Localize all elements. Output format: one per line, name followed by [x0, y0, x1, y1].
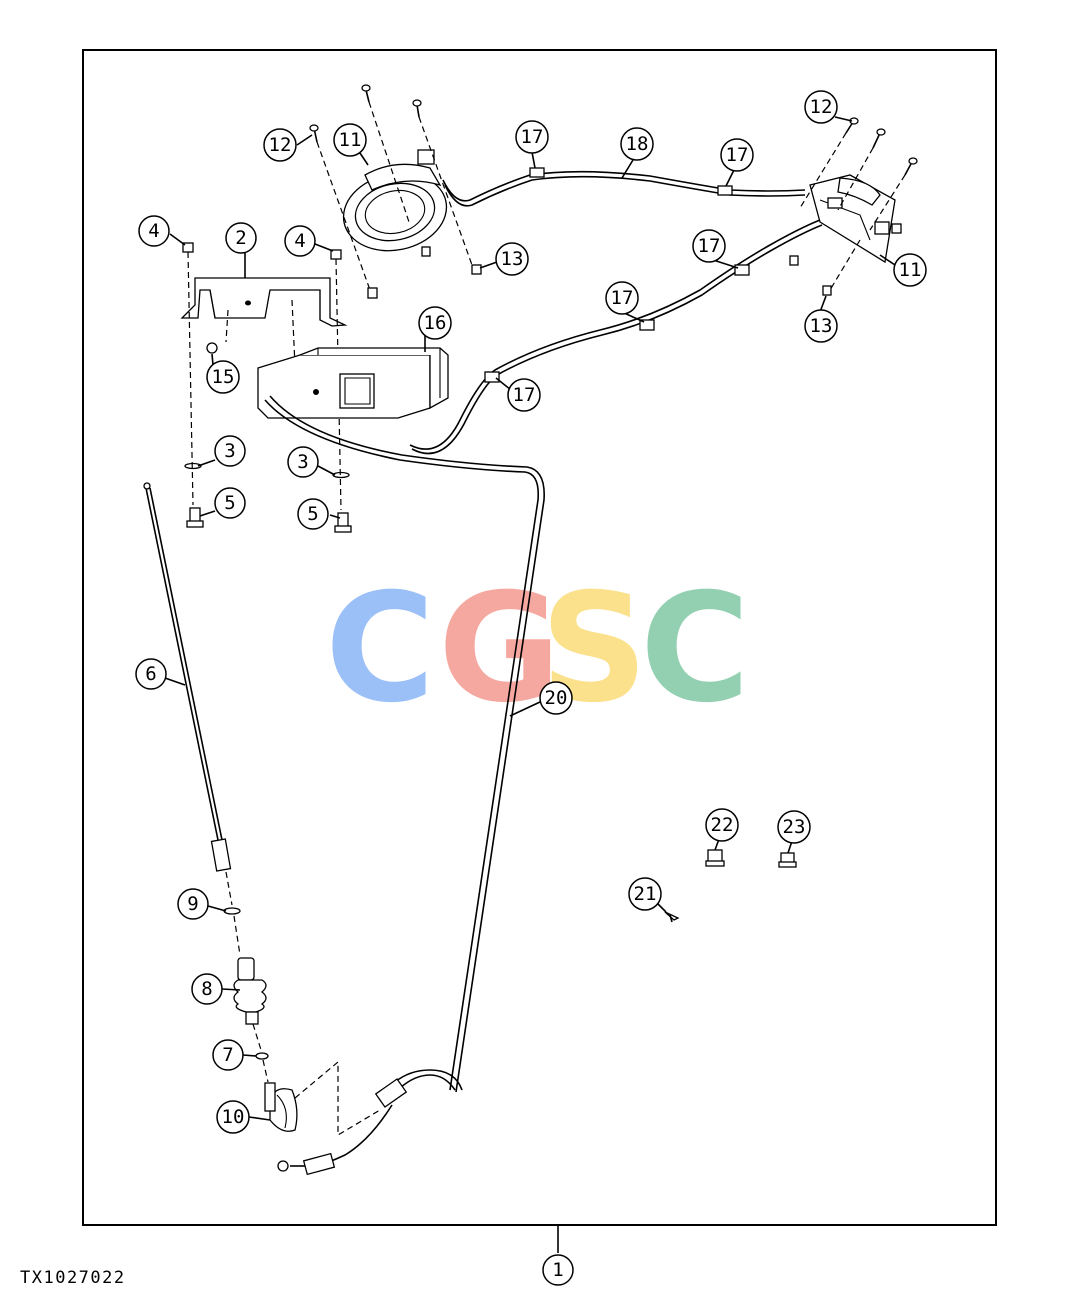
screws-top-right	[845, 117, 918, 176]
callout-6: 6	[135, 658, 167, 690]
callout-18-label: 18	[626, 133, 649, 155]
nut-right-lower	[822, 285, 832, 296]
washer-9	[223, 907, 241, 915]
callout-15-label: 15	[212, 366, 235, 388]
callout-23-label: 23	[783, 816, 806, 838]
spring-8	[233, 957, 267, 1025]
callout-4a-label: 4	[148, 220, 159, 242]
cable-connector-lower	[302, 1152, 336, 1176]
figure-code: TX1027022	[20, 1268, 126, 1288]
callout-17a: 17	[515, 120, 549, 154]
callout-6-label: 6	[145, 663, 156, 685]
callout-5b: 5	[297, 498, 329, 530]
callout-11a: 11	[333, 123, 367, 157]
callout-13a: 13	[495, 242, 529, 276]
callout-2: 2	[225, 222, 257, 254]
callout-17e: 17	[507, 378, 541, 412]
callout-13a-label: 13	[501, 248, 524, 270]
screws-top-left	[309, 84, 422, 143]
callout-5a-label: 5	[224, 492, 235, 514]
watermark: C G S C	[325, 562, 750, 736]
clip-17d	[639, 319, 655, 331]
callout-3b-label: 3	[297, 451, 308, 473]
callout-21: 21	[628, 877, 662, 911]
callout-7: 7	[212, 1039, 244, 1071]
diagram-frame	[82, 49, 997, 1226]
harness-radio	[409, 219, 821, 450]
callout-1: 1	[542, 1254, 574, 1286]
callout-17b: 17	[720, 138, 754, 172]
clip-17b	[717, 185, 733, 196]
antenna-mast-6	[143, 482, 232, 872]
callout-20: 20	[539, 681, 573, 715]
washer-7	[255, 1052, 269, 1060]
clip-17a	[529, 167, 545, 178]
callout-17d: 17	[605, 281, 639, 315]
callout-17e-label: 17	[513, 384, 536, 406]
watermark-letter-g: G	[438, 562, 561, 736]
callout-12a-label: 12	[269, 134, 292, 156]
callout-11b-label: 11	[899, 259, 922, 281]
callout-18: 18	[620, 127, 654, 161]
callout-16: 16	[418, 306, 452, 340]
callout-17d-label: 17	[611, 287, 634, 309]
callout-3a: 3	[214, 435, 246, 467]
callout-3a-label: 3	[224, 440, 235, 462]
bracket-2	[180, 277, 348, 327]
callout-22-label: 22	[711, 814, 734, 836]
callout-10: 10	[216, 1100, 250, 1134]
callout-17b-label: 17	[726, 144, 749, 166]
clip-17e	[484, 371, 500, 383]
part-21	[664, 911, 680, 923]
callout-15: 15	[206, 360, 240, 394]
harness-18	[442, 170, 806, 202]
callout-11b: 11	[893, 253, 927, 287]
nut-13b	[471, 264, 482, 275]
callout-21-label: 21	[634, 883, 657, 905]
cable-connector-upper	[374, 1078, 408, 1108]
callout-2-label: 2	[235, 227, 246, 249]
speaker-left	[342, 149, 448, 257]
callout-8-label: 8	[201, 978, 212, 1000]
callout-5a: 5	[214, 487, 246, 519]
antenna-base-10	[264, 1082, 298, 1132]
callout-9-label: 9	[187, 893, 198, 915]
callout-13b: 13	[804, 309, 838, 343]
callout-7-label: 7	[222, 1044, 233, 1066]
callout-4a: 4	[138, 215, 170, 247]
callout-12a: 12	[263, 128, 297, 162]
callout-1-label: 1	[552, 1259, 563, 1281]
callout-17a-label: 17	[521, 126, 544, 148]
callout-13b-label: 13	[810, 315, 833, 337]
callout-16-label: 16	[424, 312, 447, 334]
clip-17c	[734, 264, 750, 276]
callout-11a-label: 11	[339, 129, 362, 151]
callout-10-label: 10	[222, 1106, 245, 1128]
nut-15	[206, 342, 218, 354]
callout-3b: 3	[287, 446, 319, 478]
callout-12b: 12	[804, 90, 838, 124]
antenna-cable-20	[264, 399, 540, 1091]
callout-23: 23	[777, 810, 811, 844]
callout-20-label: 20	[545, 687, 568, 709]
callout-22: 22	[705, 808, 739, 842]
watermark-letter-c2: C	[640, 562, 750, 736]
speaker-right	[809, 174, 902, 264]
callout-5b-label: 5	[307, 503, 318, 525]
callout-4b-label: 4	[294, 230, 305, 252]
radio-16	[257, 347, 449, 419]
callout-4b: 4	[284, 225, 316, 257]
callout-17c: 17	[692, 229, 726, 263]
callout-8: 8	[191, 973, 223, 1005]
callout-17c-label: 17	[698, 235, 721, 257]
nut-right-upper	[789, 255, 799, 266]
nut-13a	[367, 287, 378, 299]
watermark-letter-c1: C	[325, 562, 435, 736]
callout-9: 9	[177, 888, 209, 920]
callout-12b-label: 12	[810, 96, 833, 118]
